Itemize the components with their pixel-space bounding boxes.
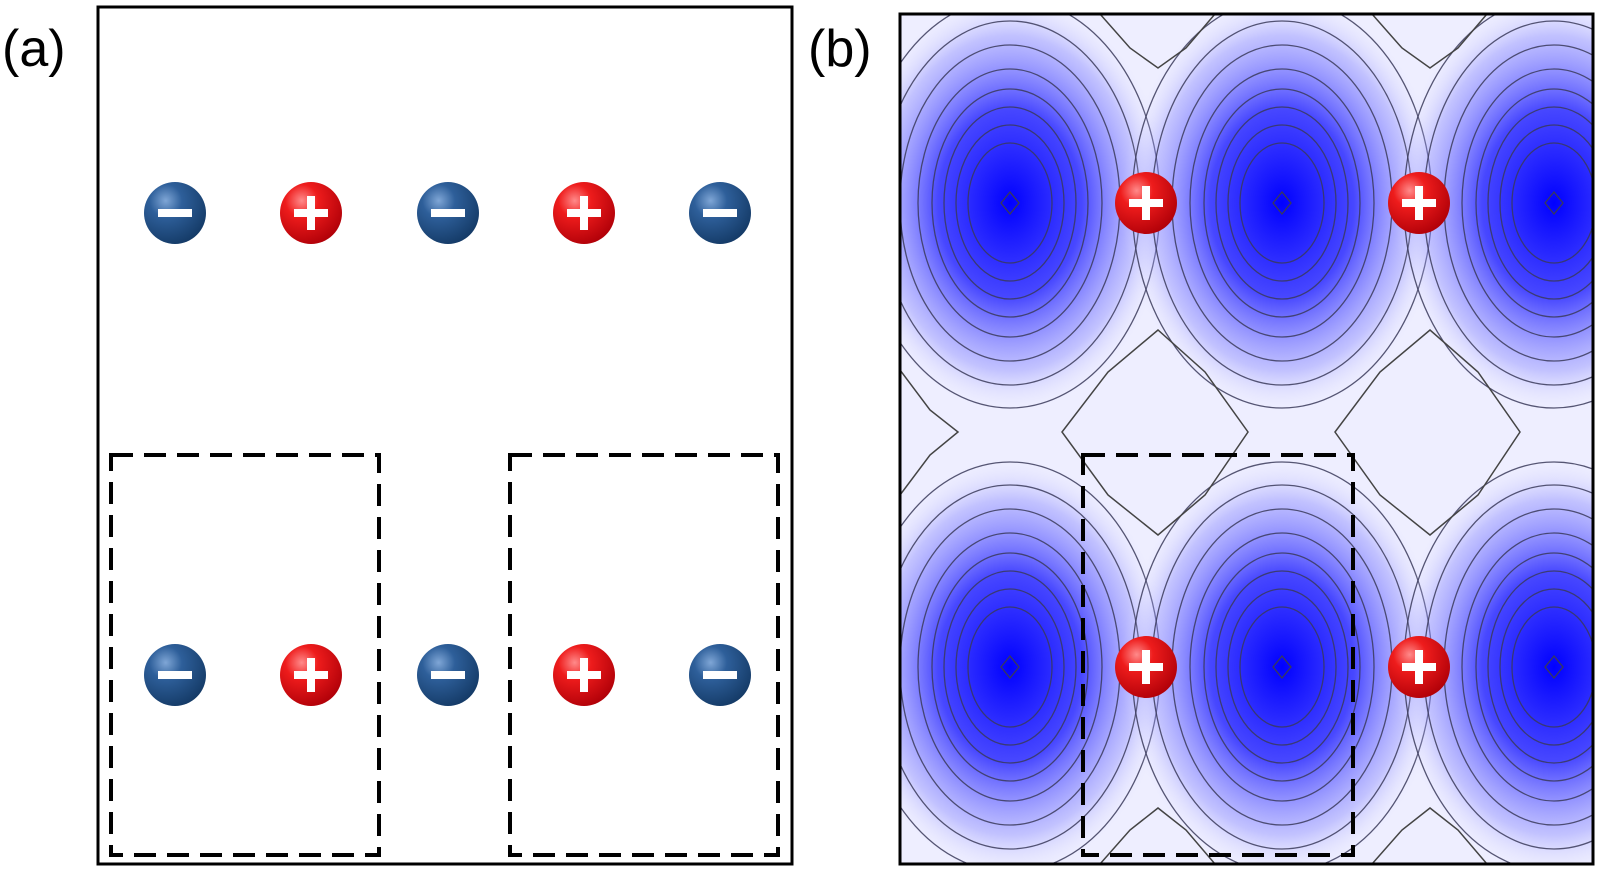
cation-icon xyxy=(553,182,615,244)
anion-density-peak xyxy=(900,457,1170,864)
panel-b-ions xyxy=(1115,172,1450,698)
edge-contour-left xyxy=(900,369,960,496)
panel-a-dashed-box-left xyxy=(109,453,381,857)
anion-icon xyxy=(417,644,479,706)
anion-icon xyxy=(417,182,479,244)
panel-b-density-map xyxy=(900,14,1593,864)
panel-a-frame xyxy=(96,5,794,866)
anion-icon xyxy=(144,182,206,244)
anion-icon xyxy=(144,644,206,706)
saddle-contour-right xyxy=(1334,329,1521,536)
top-contour-right xyxy=(1371,14,1488,69)
panel-b-frame xyxy=(898,12,1595,866)
cation-icon xyxy=(553,644,615,706)
cation-icon xyxy=(1388,172,1450,234)
panel-b-label: (b) xyxy=(808,20,872,78)
cation-icon xyxy=(1388,636,1450,698)
cation-icon xyxy=(1115,636,1177,698)
panel-a-ions xyxy=(144,182,751,706)
panel-a-label: (a) xyxy=(2,20,66,78)
cation-icon xyxy=(1115,172,1177,234)
panel-a-dashed-box-right xyxy=(508,453,780,857)
panel-b-dashed-box xyxy=(1081,453,1355,857)
cation-icon xyxy=(280,644,342,706)
bottom-contour-left xyxy=(1099,807,1216,864)
anion-icon xyxy=(689,644,751,706)
bottom-contour-right xyxy=(1371,807,1488,864)
top-contour-left xyxy=(1099,14,1216,69)
anion-icon xyxy=(689,182,751,244)
cation-icon xyxy=(280,182,342,244)
anion-density-peak xyxy=(1122,457,1442,864)
saddle-contour-left xyxy=(1061,329,1249,536)
anion-density-peak xyxy=(1394,457,1593,864)
